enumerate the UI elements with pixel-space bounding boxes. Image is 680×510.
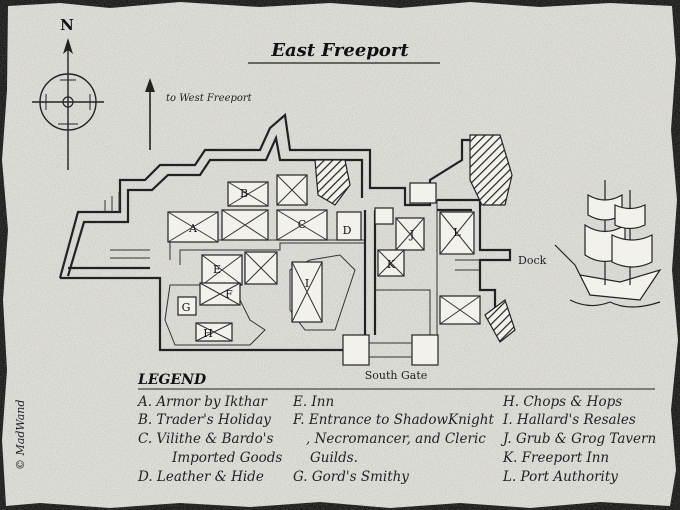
building-label-b: B — [240, 187, 248, 200]
building-label-k: K — [387, 258, 396, 271]
building-label-l: L — [453, 226, 461, 239]
building-label-a: A — [188, 222, 198, 235]
legend-item-f-cont: , Necromancer, and Cleric — [306, 431, 486, 447]
rock-area — [469, 134, 513, 206]
building-label-f: F — [225, 288, 233, 301]
legend-item-l: L. Port Authority — [502, 469, 618, 485]
map-title: East Freeport — [270, 40, 409, 61]
dock-label: Dock — [518, 254, 547, 267]
ship-icon — [554, 180, 662, 308]
legend-col-3: H. Chops & Hops I. Hallard's Resales J. … — [500, 394, 656, 485]
building-label-c: C — [298, 218, 306, 231]
west-freeport-label: to West Freeport — [166, 93, 253, 104]
building-label-i: I — [305, 277, 309, 290]
legend-item-c-cont: Imported Goods — [171, 450, 282, 466]
building-label-j: J — [409, 228, 414, 241]
legend-item-d: D. Leather & Hide — [137, 469, 264, 485]
south-gate-label: South Gate — [365, 369, 428, 382]
legend-item-k: K. Freeport Inn — [502, 450, 609, 466]
legend-item-a: A. Armor by Ikthar — [136, 394, 268, 410]
buildings — [167, 174, 481, 366]
legend-item-i: I. Hallard's Resales — [502, 412, 636, 428]
legend-col-2: E. Inn F. Entrance to ShadowKnight , Nec… — [292, 394, 494, 485]
north-label: N — [60, 16, 74, 34]
legend-item-j: J. Grub & Grog Tavern — [500, 431, 656, 447]
legend-item-c: C. Vilithe & Bardo's — [138, 431, 274, 447]
legend-item-f-cont2: Guilds. — [310, 450, 358, 466]
west-freeport-arrow-icon — [145, 78, 155, 150]
legend-item-h: H. Chops & Hops — [502, 394, 622, 410]
building-label-e: E — [213, 263, 221, 276]
legend-item-e: E. Inn — [292, 394, 334, 410]
copyright-label: © MadWand — [14, 400, 27, 470]
legend-item-g: G. Gord's Smithy — [293, 469, 409, 485]
gate-tower — [411, 334, 439, 366]
building-label-h: H — [203, 327, 213, 340]
rock-area — [484, 299, 516, 343]
building-label-g: G — [182, 301, 191, 314]
gate-tower — [342, 334, 370, 366]
building-label-d: D — [343, 224, 352, 237]
rock-area — [314, 159, 351, 206]
legend-col-1: A. Armor by Ikthar B. Trader's Holiday C… — [136, 394, 282, 485]
legend-item-f: F. Entrance to ShadowKnight — [292, 412, 494, 428]
legend-heading: LEGEND — [137, 372, 207, 388]
compass-rose-icon — [32, 38, 104, 170]
legend-item-b: B. Trader's Holiday — [137, 412, 271, 428]
